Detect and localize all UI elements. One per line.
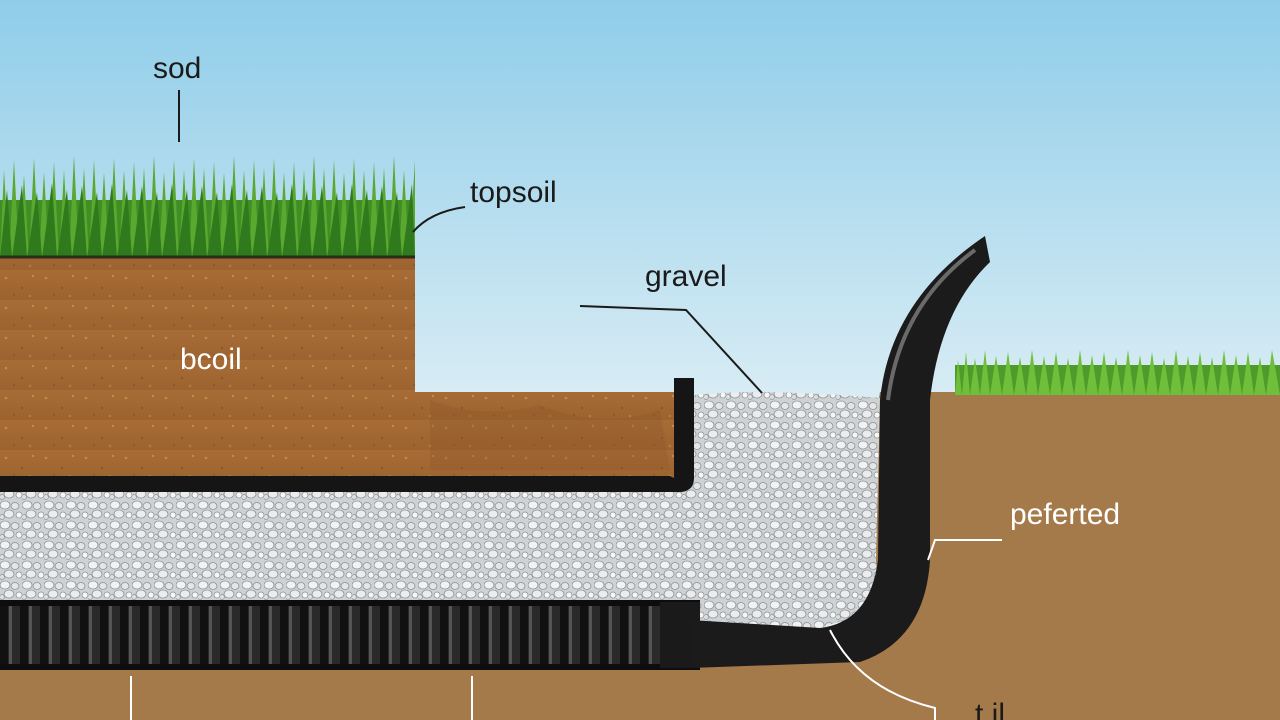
topsoil-label: topsoil	[470, 176, 557, 209]
soil-block-step	[415, 392, 677, 480]
tile-leader-line	[829, 629, 936, 720]
peferted-label: peferted	[1010, 498, 1121, 531]
gravel-leader-line	[579, 305, 763, 394]
right-grass-icon	[955, 350, 1280, 395]
peferted-leader-line	[927, 539, 1002, 561]
fabric-liner-icon	[0, 378, 694, 492]
bcoil-label: bcoil	[180, 343, 242, 376]
soil-shade	[430, 400, 670, 470]
gravel-label: gravel	[645, 260, 727, 293]
tile-label: t il	[975, 698, 1005, 720]
topsoil-leader-line	[412, 206, 466, 233]
liner-highlight	[886, 248, 977, 401]
bottom-ground	[0, 665, 1280, 720]
right-liner-icon	[690, 236, 990, 668]
sod-label: sod	[153, 52, 202, 85]
drain-pipe-icon	[0, 600, 700, 670]
sod-grass-icon	[0, 155, 415, 259]
gravel-icon	[0, 392, 880, 640]
soil-block-upper	[0, 255, 415, 480]
